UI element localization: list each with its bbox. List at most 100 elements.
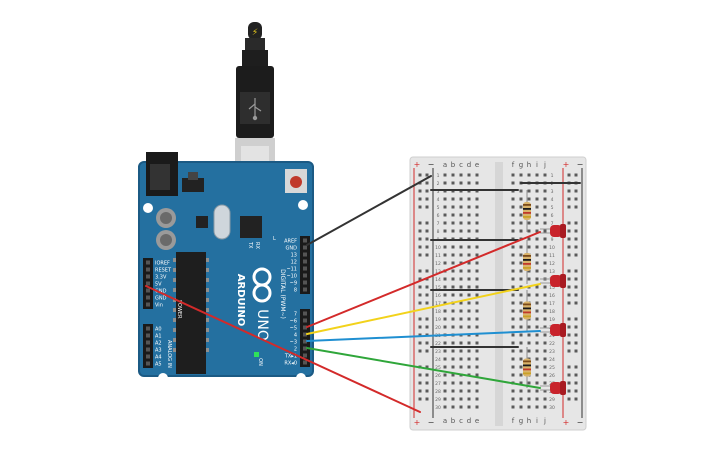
bb-hole[interactable] bbox=[459, 277, 463, 281]
bb-hole[interactable] bbox=[527, 397, 531, 401]
bb-hole[interactable] bbox=[519, 341, 523, 345]
bb-hole[interactable] bbox=[511, 349, 515, 353]
bb-hole[interactable] bbox=[519, 197, 523, 201]
bb-hole[interactable] bbox=[451, 285, 455, 289]
bb-hole[interactable] bbox=[535, 381, 539, 385]
bb-hole[interactable] bbox=[527, 333, 531, 337]
bb-hole[interactable] bbox=[459, 221, 463, 225]
bb-hole[interactable] bbox=[443, 349, 447, 353]
red-led[interactable] bbox=[540, 274, 566, 288]
rail-hole[interactable] bbox=[418, 293, 422, 297]
rail-hole[interactable] bbox=[574, 269, 578, 273]
bb-hole[interactable] bbox=[535, 253, 539, 257]
rail-hole[interactable] bbox=[425, 389, 429, 393]
bb-hole[interactable] bbox=[459, 293, 463, 297]
bb-hole[interactable] bbox=[467, 205, 471, 209]
rail-hole[interactable] bbox=[567, 253, 571, 257]
bb-hole[interactable] bbox=[527, 221, 531, 225]
red-led[interactable] bbox=[540, 224, 566, 238]
bb-hole[interactable] bbox=[535, 293, 539, 297]
rail-hole[interactable] bbox=[567, 277, 571, 281]
bb-hole[interactable] bbox=[511, 285, 515, 289]
bb-hole[interactable] bbox=[475, 285, 479, 289]
bb-hole[interactable] bbox=[467, 245, 471, 249]
bb-hole[interactable] bbox=[467, 221, 471, 225]
bb-hole[interactable] bbox=[535, 285, 539, 289]
red-led[interactable] bbox=[540, 381, 566, 395]
rail-hole[interactable] bbox=[418, 397, 422, 401]
bb-hole[interactable] bbox=[543, 205, 547, 209]
bb-hole[interactable] bbox=[527, 229, 531, 233]
bb-hole[interactable] bbox=[519, 389, 523, 393]
rail-hole[interactable] bbox=[418, 221, 422, 225]
bb-hole[interactable] bbox=[535, 245, 539, 249]
pin-hole[interactable] bbox=[303, 273, 307, 278]
bb-hole[interactable] bbox=[511, 301, 515, 305]
rail-hole[interactable] bbox=[418, 229, 422, 233]
bb-hole[interactable] bbox=[535, 373, 539, 377]
bb-hole[interactable] bbox=[467, 341, 471, 345]
bb-hole[interactable] bbox=[475, 213, 479, 217]
bb-hole[interactable] bbox=[475, 405, 479, 409]
rail-hole[interactable] bbox=[574, 293, 578, 297]
bb-hole[interactable] bbox=[519, 245, 523, 249]
bb-hole[interactable] bbox=[519, 173, 523, 177]
bb-hole[interactable] bbox=[527, 237, 531, 241]
bb-hole[interactable] bbox=[451, 213, 455, 217]
bb-hole[interactable] bbox=[459, 245, 463, 249]
bb-hole[interactable] bbox=[467, 397, 471, 401]
bb-hole[interactable] bbox=[535, 357, 539, 361]
resistor[interactable] bbox=[523, 347, 531, 388]
rail-hole[interactable] bbox=[567, 205, 571, 209]
pin-hole[interactable] bbox=[303, 360, 307, 365]
rail-hole[interactable] bbox=[574, 173, 578, 177]
rail-hole[interactable] bbox=[418, 325, 422, 329]
bb-hole[interactable] bbox=[443, 397, 447, 401]
bb-hole[interactable] bbox=[543, 197, 547, 201]
bb-hole[interactable] bbox=[511, 325, 515, 329]
bb-hole[interactable] bbox=[527, 269, 531, 273]
rail-hole[interactable] bbox=[574, 221, 578, 225]
rail-hole[interactable] bbox=[567, 301, 571, 305]
rail-hole[interactable] bbox=[567, 229, 571, 233]
bb-hole[interactable] bbox=[535, 317, 539, 321]
bb-hole[interactable] bbox=[467, 229, 471, 233]
bb-hole[interactable] bbox=[475, 205, 479, 209]
bb-hole[interactable] bbox=[467, 261, 471, 265]
rail-hole[interactable] bbox=[567, 341, 571, 345]
bb-hole[interactable] bbox=[451, 357, 455, 361]
bb-hole[interactable] bbox=[467, 285, 471, 289]
bb-hole[interactable] bbox=[511, 309, 515, 313]
bb-hole[interactable] bbox=[519, 261, 523, 265]
bb-hole[interactable] bbox=[543, 301, 547, 305]
bb-hole[interactable] bbox=[475, 197, 479, 201]
rail-hole[interactable] bbox=[425, 317, 429, 321]
red-led[interactable] bbox=[540, 323, 566, 337]
rail-hole[interactable] bbox=[418, 285, 422, 289]
bb-hole[interactable] bbox=[535, 341, 539, 345]
bb-hole[interactable] bbox=[467, 357, 471, 361]
bb-hole[interactable] bbox=[475, 301, 479, 305]
bb-hole[interactable] bbox=[527, 325, 531, 329]
bb-hole[interactable] bbox=[543, 405, 547, 409]
bb-hole[interactable] bbox=[535, 269, 539, 273]
rail-hole[interactable] bbox=[425, 205, 429, 209]
bb-hole[interactable] bbox=[459, 389, 463, 393]
bb-hole[interactable] bbox=[467, 349, 471, 353]
bb-hole[interactable] bbox=[511, 269, 515, 273]
bb-hole[interactable] bbox=[467, 309, 471, 313]
bb-hole[interactable] bbox=[451, 365, 455, 369]
bb-hole[interactable] bbox=[475, 325, 479, 329]
pin-hole[interactable] bbox=[303, 353, 307, 358]
rail-hole[interactable] bbox=[425, 229, 429, 233]
bb-hole[interactable] bbox=[443, 389, 447, 393]
bb-hole[interactable] bbox=[511, 373, 515, 377]
bb-hole[interactable] bbox=[459, 301, 463, 305]
bb-hole[interactable] bbox=[467, 213, 471, 217]
bb-hole[interactable] bbox=[467, 381, 471, 385]
rail-hole[interactable] bbox=[567, 189, 571, 193]
rail-hole[interactable] bbox=[425, 237, 429, 241]
rail-hole[interactable] bbox=[418, 253, 422, 257]
rail-hole[interactable] bbox=[574, 349, 578, 353]
bb-hole[interactable] bbox=[451, 277, 455, 281]
